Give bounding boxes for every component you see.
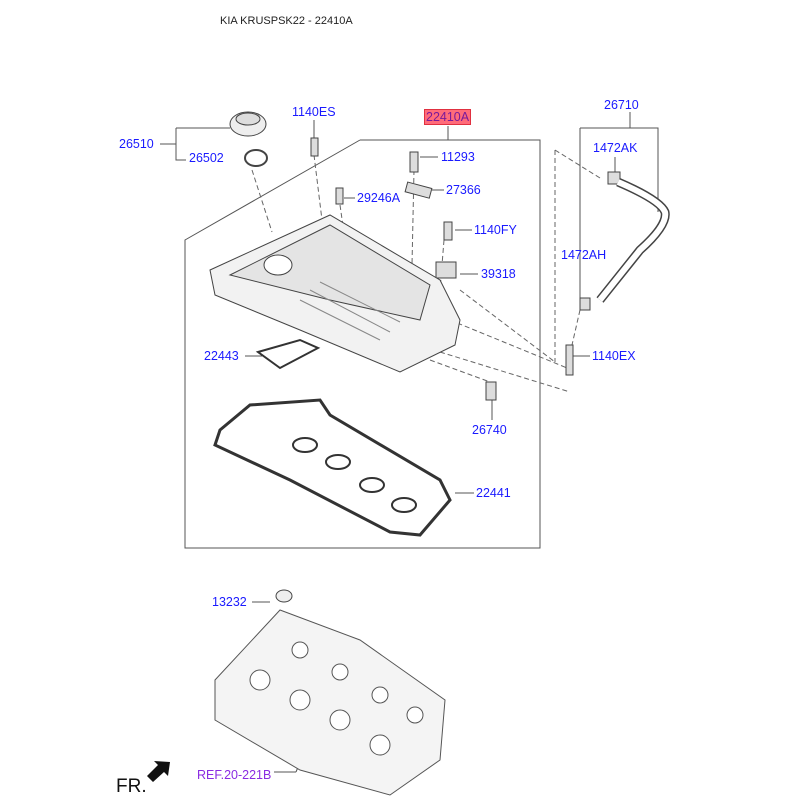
- part-label-1472AH[interactable]: 1472AH: [561, 248, 607, 262]
- part-label-22441[interactable]: 22441: [476, 486, 511, 500]
- part-label-26510[interactable]: 26510: [119, 137, 154, 151]
- plug-13232-icon: [275, 589, 293, 603]
- part-label-1140ES[interactable]: 1140ES: [292, 105, 336, 119]
- part-label-27366[interactable]: 27366: [446, 183, 481, 197]
- part-label-11293[interactable]: 11293: [441, 150, 475, 164]
- part-label-22410A-highlighted[interactable]: 22410A: [424, 109, 472, 125]
- part-label-1140FY[interactable]: 1140FY: [474, 223, 517, 237]
- front-arrow-icon: [147, 761, 170, 782]
- cylinder-head: [214, 609, 446, 796]
- part-label-22443[interactable]: 22443: [204, 349, 239, 363]
- oil-filler-cap: [229, 111, 268, 167]
- page-title: KIA KRUSPSK22 - 22410A: [220, 15, 353, 27]
- part-label-29246A[interactable]: 29246A: [357, 191, 401, 205]
- part-label-26740[interactable]: 26740: [472, 423, 507, 437]
- part-label-13232[interactable]: 13232: [212, 595, 247, 609]
- part-label-1472AK[interactable]: 1472AK: [593, 141, 638, 155]
- rocker-cover-gasket: [213, 398, 452, 537]
- plug-seal-gasket: [255, 338, 321, 370]
- part-label-26710[interactable]: 26710: [604, 98, 639, 112]
- part-label-26502[interactable]: 26502: [189, 151, 224, 165]
- rocker-cover: [209, 214, 461, 373]
- part-label-1140EX[interactable]: 1140EX: [592, 349, 636, 363]
- front-direction-label: FR.: [116, 776, 147, 797]
- assembly-frame: [184, 139, 541, 549]
- part-label-39318[interactable]: 39318: [481, 267, 516, 281]
- reference-link[interactable]: REF.20-221B: [197, 768, 272, 782]
